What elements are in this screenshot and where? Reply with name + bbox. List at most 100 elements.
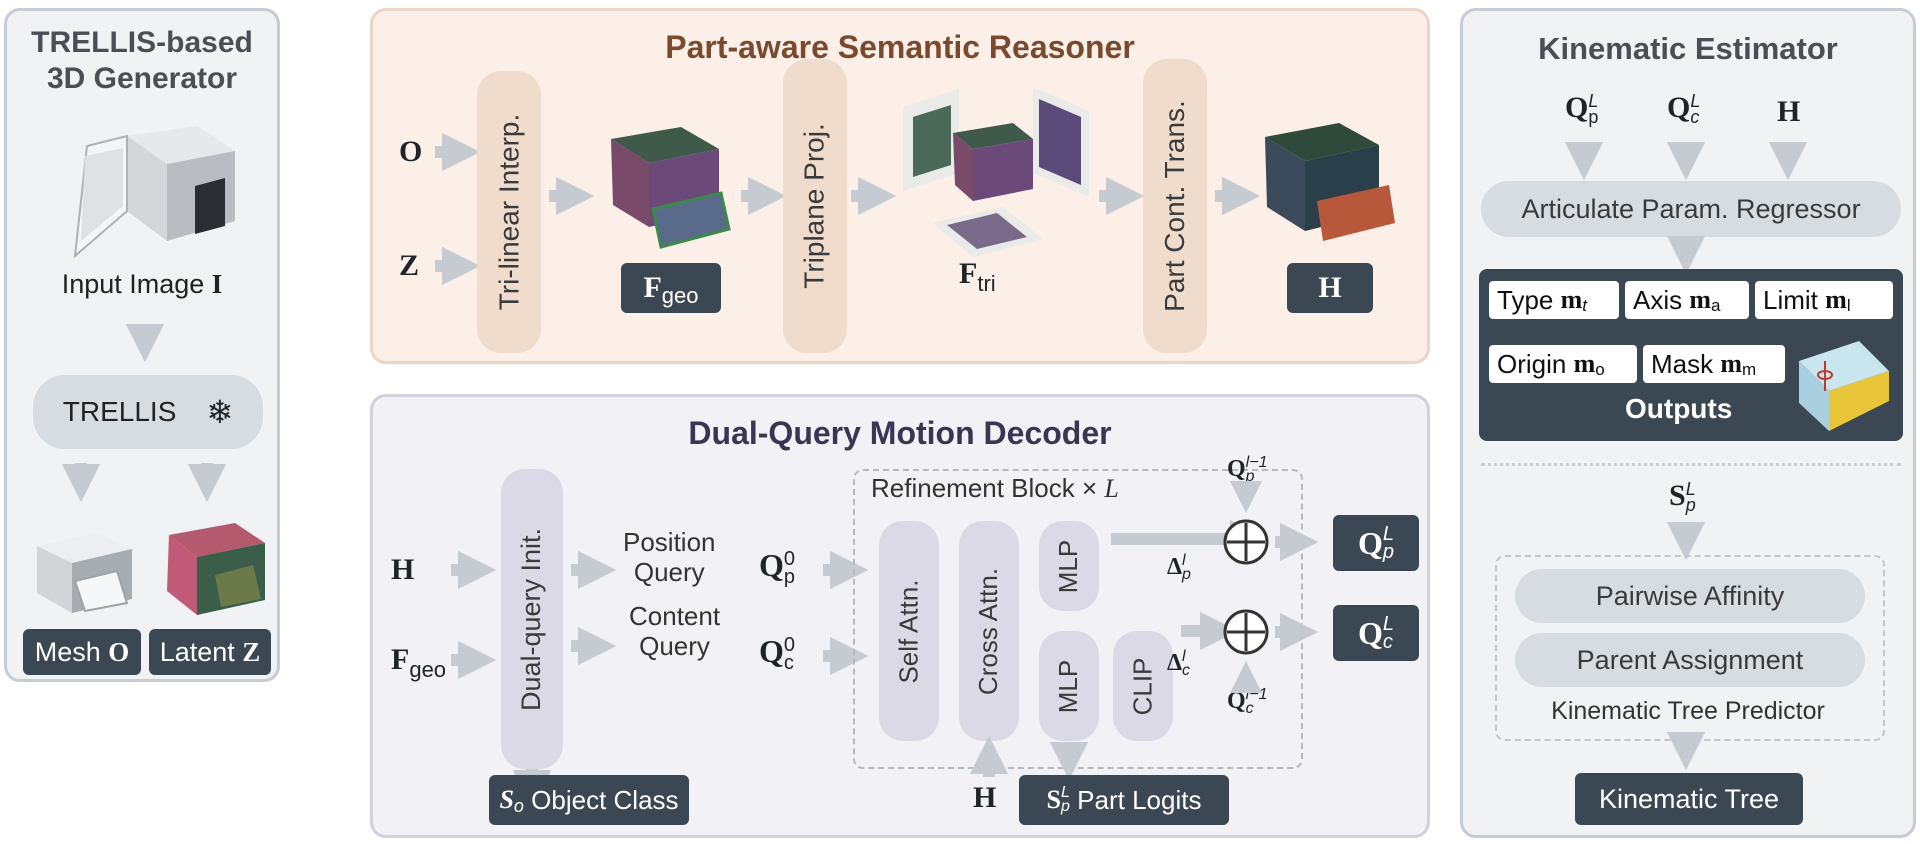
arrow-qc0-to-block — [823, 636, 869, 676]
arrow-mlp-to-part-logits — [1049, 741, 1089, 781]
q-c-prev-symbol: Q — [1227, 688, 1246, 714]
part-logits-label: Part Logits — [1077, 784, 1202, 815]
estimator-qp-sub: p — [1588, 107, 1599, 128]
origin-sub: o — [1595, 360, 1605, 379]
parent-assignment-label: Parent Assignment — [1576, 644, 1804, 675]
generator-panel: TRELLIS-based 3D Generator Input Image I… — [4, 8, 280, 682]
arrow-interp-to-fgeo — [549, 176, 595, 216]
fgeo-sub: geo — [661, 283, 699, 308]
part-cont-block: Part Cont. Trans. — [1143, 59, 1207, 353]
clip-block: CLIP — [1113, 631, 1173, 741]
mlp-top-label: MLP — [1053, 539, 1084, 593]
input-image-microwave — [73, 126, 235, 259]
arrow-trellis-to-mesh — [61, 463, 101, 503]
q-c-out-symbol: Q — [1357, 614, 1383, 651]
q-p-prev-sup: l−1 — [1245, 453, 1268, 471]
cross-attn-block: Cross Attn. — [959, 521, 1019, 741]
trilinear-label: Tri-linear Interp. — [493, 113, 525, 311]
cross-attn-label: Cross Attn. — [973, 567, 1004, 695]
origin-label: Origin — [1497, 348, 1567, 379]
latent-label: Latent — [159, 636, 235, 667]
mesh-label: Mesh — [34, 636, 101, 667]
q-p-prev-sub: p — [1245, 467, 1255, 485]
clip-label: CLIP — [1127, 657, 1158, 715]
triplane-label: Triplane Proj. — [799, 123, 831, 289]
latent-image — [167, 523, 265, 615]
trellis-block: TRELLIS ❄ — [33, 375, 263, 449]
generator-title: TRELLIS-based 3D Generator — [7, 25, 277, 97]
arrow-qpprev-to-plus — [1229, 480, 1263, 514]
decoder-input-fgeo: Fgeo — [391, 643, 446, 682]
dual-init-label: Dual-query Init. — [516, 527, 547, 711]
mask-symbol: m — [1720, 349, 1743, 378]
arrow-input-to-trellis — [125, 323, 165, 363]
estimator-qc-symbol: Q — [1667, 91, 1691, 124]
h-output-box: H — [1287, 263, 1373, 313]
estimator-sp-sub: p — [1685, 495, 1696, 516]
regressor-label: Articulate Param. Regressor — [1521, 193, 1861, 224]
q-p-out-sup: L — [1382, 523, 1394, 545]
decoder-panel: Dual-Query Motion Decoder H Fgeo Dual-qu… — [370, 394, 1430, 838]
delta-p-sub: p — [1182, 565, 1191, 583]
q-p-out-sub: p — [1382, 541, 1394, 563]
reasoner-input-o: O — [399, 135, 423, 168]
q-c-out-sup: L — [1382, 613, 1394, 635]
q-p0-symbol: Q — [759, 547, 784, 583]
mesh-output-box: Mesh O — [23, 629, 141, 675]
object-class-sub: o — [513, 795, 524, 816]
ftri-label: Ftri — [959, 257, 996, 296]
arrow-z-to-interp — [435, 246, 481, 286]
ftri-feature-visual — [903, 87, 1089, 257]
q-c0-sub: c — [783, 651, 794, 674]
input-image-label: Input Image I — [7, 269, 277, 300]
arrow-qc-to-regressor — [1666, 141, 1706, 181]
trilinear-block: Tri-linear Interp. — [477, 71, 541, 353]
h-output-symbol: H — [1318, 271, 1342, 304]
arrow-o-to-interp — [435, 132, 481, 172]
arrow-h-to-init — [451, 550, 497, 590]
arrow-trellis-to-latent — [187, 463, 227, 503]
arrow-predictor-to-tree — [1666, 731, 1706, 771]
arrow-clip-to-plus-bottom — [1181, 611, 1239, 651]
latent-output-box: Latent Z — [149, 629, 271, 675]
mlp-top-block: MLP — [1039, 521, 1099, 611]
position-query-label: Position Query — [623, 527, 716, 587]
arrow-ftri-to-partcont — [1099, 176, 1145, 216]
limit-symbol: m — [1825, 285, 1847, 314]
reasoner-input-z: Z — [399, 249, 420, 282]
mask-sub: m — [1742, 360, 1757, 379]
type-symbol: m — [1560, 285, 1583, 314]
decoder-bottom-h: H — [973, 781, 997, 814]
limit-sub: l — [1846, 296, 1851, 315]
latent-symbol: Z — [242, 636, 261, 667]
position-query-line2: Query — [633, 557, 705, 587]
pairwise-affinity-block: Pairwise Affinity — [1515, 569, 1865, 623]
q-p0-sub: p — [783, 565, 796, 588]
articulated-part-icon — [1799, 341, 1889, 431]
estimator-title: Kinematic Estimator — [1538, 31, 1838, 66]
ftri-sub: tri — [977, 271, 996, 296]
part-logits-sub: p — [1061, 798, 1070, 815]
input-image-text: Input Image — [61, 269, 205, 299]
snowflake-icon: ❄ — [206, 394, 234, 430]
object-class-label: Object Class — [531, 784, 679, 815]
arrow-sp-to-tree-predictor — [1666, 521, 1706, 561]
delta-c-symbol: Δ — [1167, 650, 1183, 676]
decoder-fgeo-symbol: F — [391, 643, 410, 676]
q-c0-symbol: Q — [759, 633, 784, 669]
q-p0-sup: 0 — [783, 547, 796, 570]
estimator-sp-sup: L — [1685, 479, 1696, 500]
refinement-label: Refinement Block × L — [871, 473, 1119, 504]
decoder-input-h: H — [391, 553, 415, 586]
